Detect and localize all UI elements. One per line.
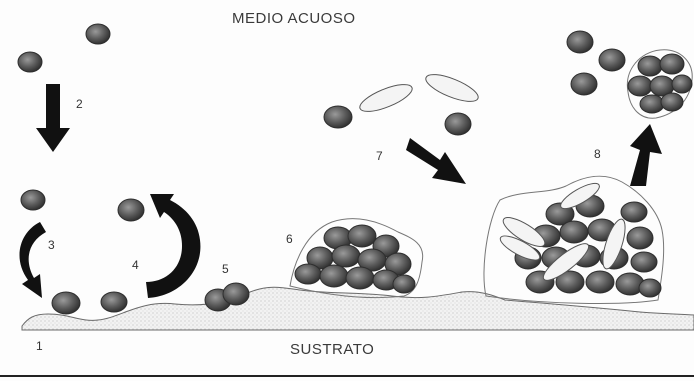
arrow-step-2	[36, 84, 70, 152]
step-label-3: 3	[48, 238, 55, 252]
step-label-1: 1	[36, 339, 43, 353]
step-label-5: 5	[222, 262, 229, 276]
step-label-6: 6	[286, 232, 293, 246]
planktonic-cell	[445, 113, 471, 135]
attached-cell	[52, 292, 80, 314]
step-label-8: 8	[594, 147, 601, 161]
substrate-label: SUSTRATO	[290, 341, 374, 358]
arrow-step-7	[406, 138, 466, 184]
planktonic-cell	[324, 106, 352, 128]
foreign-organism	[357, 79, 416, 117]
planktonic-cell	[86, 24, 110, 44]
detached-cell	[118, 199, 144, 221]
dispersing-cell	[599, 49, 625, 71]
colonizing-cell	[223, 283, 249, 305]
arrow-step-3	[19, 222, 46, 298]
attaching-cell	[21, 190, 45, 210]
attached-cell	[101, 292, 127, 312]
planktonic-cell	[18, 52, 42, 72]
arrow-step-4	[146, 194, 200, 298]
arrow-step-8	[630, 124, 662, 186]
dispersing-cluster	[628, 54, 692, 113]
step-label-2: 2	[76, 97, 83, 111]
foreign-organism	[423, 69, 482, 107]
step-label-7: 7	[376, 149, 383, 163]
mature-biofilm	[497, 179, 661, 297]
medium-label: MEDIO ACUOSO	[232, 10, 356, 27]
dispersing-cell	[567, 31, 593, 53]
dispersing-cell	[571, 73, 597, 95]
step-label-4: 4	[132, 258, 139, 272]
